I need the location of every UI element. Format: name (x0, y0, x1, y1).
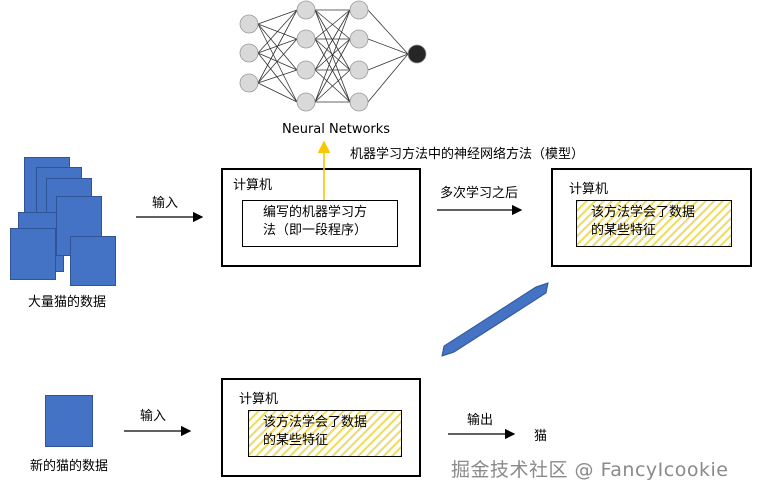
nn-edge (257, 9, 298, 54)
nn-output-node (407, 44, 427, 64)
neural-network-caption: Neural Networks (282, 122, 391, 137)
nn-edge (314, 9, 351, 71)
nn-node (296, 0, 316, 20)
cat-data-label: 大量猫的数据 (28, 295, 107, 310)
nn-edge (257, 9, 298, 25)
nn-node (296, 29, 316, 49)
computer-label: 计算机 (239, 392, 279, 407)
nn-edge (257, 38, 298, 84)
new-cat-data-label: 新的猫的数据 (30, 459, 109, 474)
learned-line-1: 该方法学会了数据 (591, 205, 696, 220)
nn-edge (314, 9, 351, 103)
output-label: 输出 (467, 413, 494, 428)
cat-result-label: 猫 (534, 429, 548, 444)
nn-edge (257, 52, 298, 103)
nn-edge (367, 53, 409, 71)
nn-edge (367, 9, 409, 55)
nn-edge (314, 38, 351, 71)
data-square (10, 228, 56, 280)
nn-edge (314, 9, 351, 40)
learned-features-box: 该方法学会了数据 的某些特征 (576, 200, 732, 247)
after-learning-label: 多次学习之后 (440, 186, 519, 201)
nn-edge (314, 38, 351, 103)
nn-node (239, 73, 259, 93)
new-cat-data-square (45, 395, 93, 447)
nn-edge (257, 9, 298, 84)
nn-edge (257, 69, 298, 84)
computer-label: 计算机 (569, 182, 609, 197)
inference-input-label: 输入 (140, 409, 167, 424)
program-line-1: 编写的机器学习方 (263, 205, 368, 220)
nn-node (349, 29, 369, 49)
nn-node (239, 14, 259, 34)
inference-line-2: 的某些特征 (263, 433, 329, 448)
watermark: 掘金技术社区 @ FancyIcookie (451, 459, 729, 481)
inference-line-1: 该方法学会了数据 (263, 415, 368, 430)
nn-edge (367, 38, 409, 55)
data-square (70, 236, 116, 286)
nn-edge (257, 23, 298, 103)
training-input-label: 输入 (152, 196, 179, 211)
nn-node (349, 60, 369, 80)
nn-node (239, 43, 259, 63)
nn-node (296, 60, 316, 80)
ml-program-box: 编写的机器学习方 法（即一段程序） (242, 200, 398, 247)
nn-edge (314, 69, 351, 103)
computer-label: 计算机 (233, 178, 273, 193)
nn-node (349, 0, 369, 20)
nn-node (349, 92, 369, 112)
inference-features-box: 该方法学会了数据 的某些特征 (248, 410, 402, 457)
nn-edge (367, 53, 409, 103)
nn-node (296, 92, 316, 112)
program-line-2: 法（即一段程序） (263, 223, 368, 238)
learned-line-2: 的某些特征 (591, 223, 657, 238)
learned-to-inference-double-arrow (441, 282, 549, 357)
method-label: 机器学习方法中的神经网络方法（模型） (350, 147, 585, 162)
nn-edge (257, 82, 298, 103)
